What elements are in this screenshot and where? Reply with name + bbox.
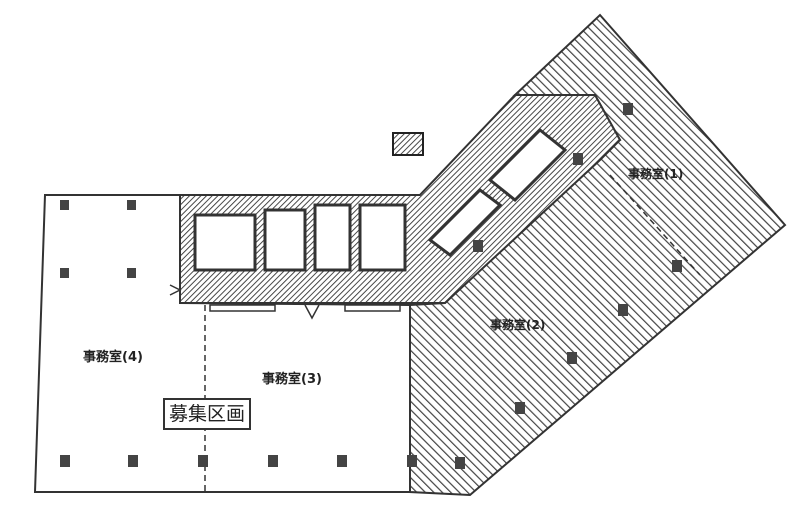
partition-dashed-wing: [609, 174, 701, 276]
recruitment-area-label: 募集区画: [163, 398, 252, 430]
columns: [60, 103, 682, 469]
room-label-office-3: 事務室(3): [262, 372, 322, 387]
doors: [169, 284, 401, 320]
core-rooms: [193, 127, 568, 272]
room-label-office-4: 事務室(4): [83, 350, 143, 365]
room-label-office-2: 事務室(2): [490, 318, 546, 332]
room-label-office-1: 事務室(1): [628, 167, 684, 181]
equipment-block: [392, 132, 424, 156]
